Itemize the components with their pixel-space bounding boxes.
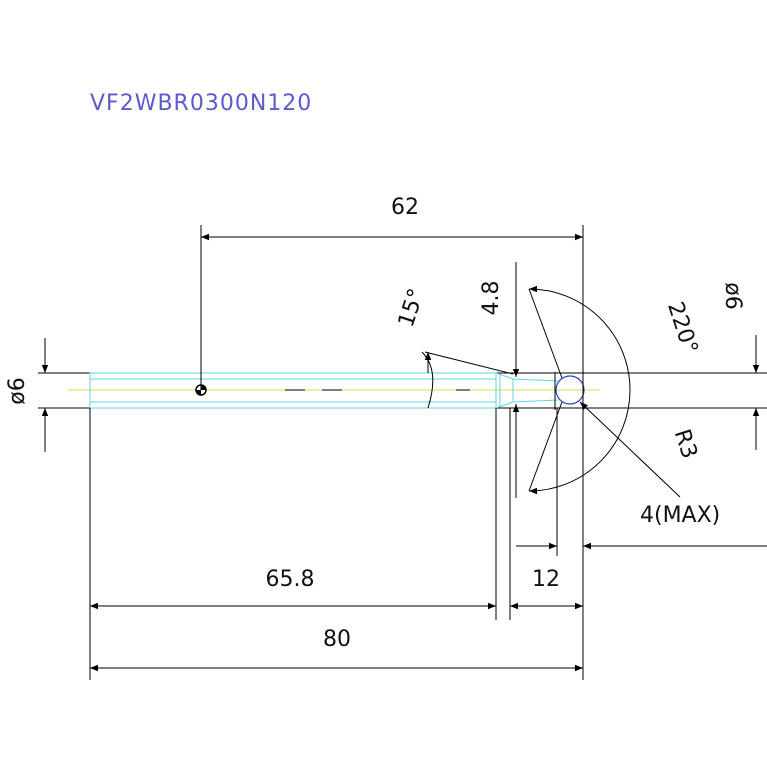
dimension-62: 62 <box>201 195 583 241</box>
dimension-4-8: 4.8 <box>479 281 520 428</box>
dimension-65-8: 65.8 <box>90 567 496 610</box>
dimension-phi6-right: ø6 <box>720 282 760 450</box>
svg-text:12: 12 <box>532 567 560 592</box>
svg-text:ø6: ø6 <box>720 282 745 309</box>
svg-text:4(MAX): 4(MAX) <box>640 503 720 528</box>
svg-text:80: 80 <box>323 627 351 652</box>
svg-text:ø6: ø6 <box>5 377 30 404</box>
svg-text:62: 62 <box>391 195 419 220</box>
dimension-4-max: 4(MAX) <box>516 503 767 550</box>
extension-lines <box>89 225 584 680</box>
tool-outline <box>38 372 767 410</box>
ball-nose <box>555 375 585 405</box>
shank <box>89 372 497 409</box>
dimension-80: 80 <box>90 627 583 672</box>
dimension-phi6-left: ø6 <box>5 338 49 452</box>
svg-text:4.8: 4.8 <box>479 281 504 316</box>
dimension-12: 12 <box>510 567 583 610</box>
drawing-title: VF2WBR0300N120 <box>90 91 312 116</box>
sheet-area <box>0 86 767 679</box>
svg-text:65.8: 65.8 <box>266 567 315 592</box>
